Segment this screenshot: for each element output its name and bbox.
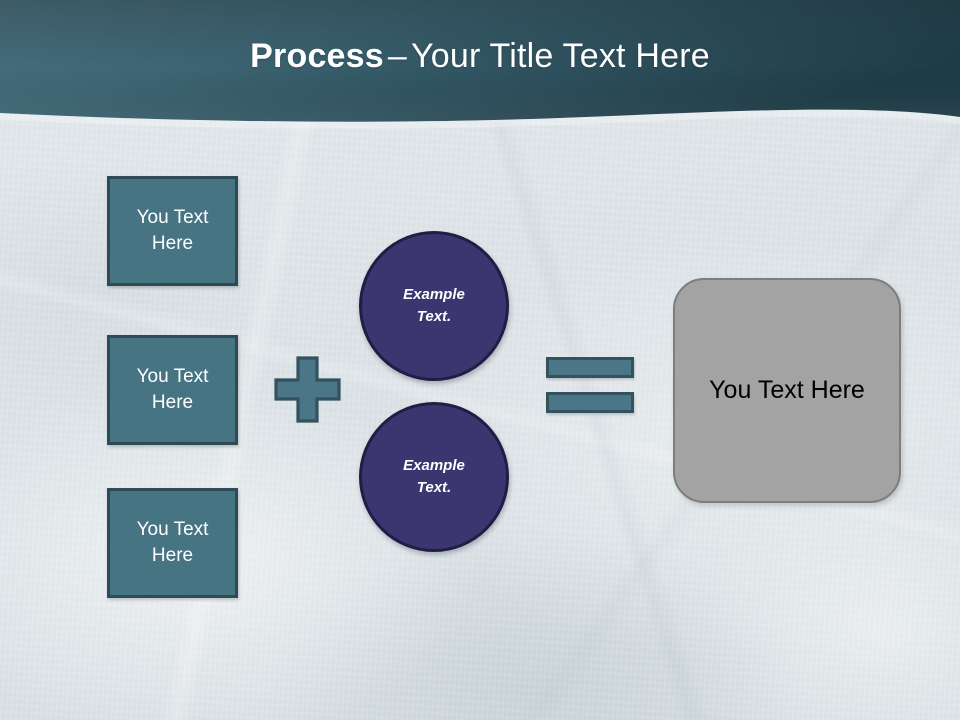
plus-sign-icon	[274, 356, 341, 423]
slide-title-bold: Process	[250, 36, 384, 75]
header-wave-shading	[0, 0, 960, 122]
result-box[interactable]: You Text Here	[673, 278, 901, 503]
slide-title-separator: –	[387, 36, 407, 75]
slide-title-regular: Your Title Text Here	[411, 36, 710, 75]
result-box-label: You Text Here	[709, 376, 865, 404]
header-banner	[0, 0, 960, 129]
header-wave-highlight	[0, 109, 960, 129]
slide-title: Process – Your Title Text Here	[0, 0, 960, 112]
equals-sign-bar-bottom	[546, 392, 634, 413]
equals-sign-icon	[546, 357, 634, 413]
equals-sign-bar-top	[546, 357, 634, 378]
